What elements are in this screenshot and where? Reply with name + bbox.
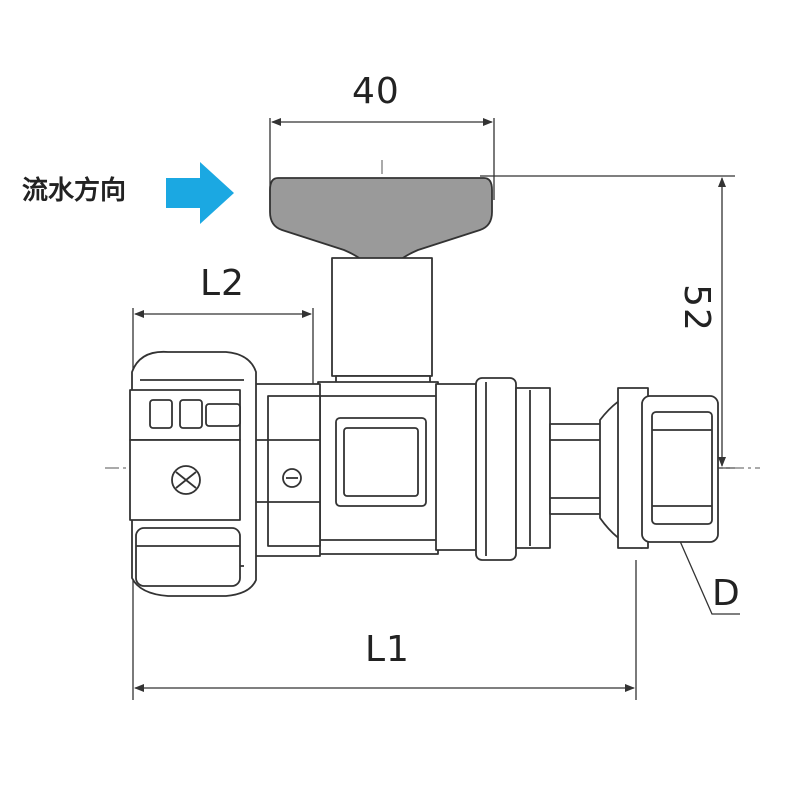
valve-handle (269, 177, 493, 263)
height-dimension: 52 (675, 284, 717, 332)
valve-stem (331, 257, 433, 377)
right-arrow-icon (166, 162, 234, 224)
valve-body (129, 177, 719, 597)
handle-width-dimension: 40 (352, 71, 400, 112)
l2-dimension: L2 (200, 263, 245, 304)
d-dimension: D (712, 573, 741, 614)
flow-direction-label: 流水方向 (22, 176, 127, 206)
l1-dimension: L1 (365, 629, 410, 670)
